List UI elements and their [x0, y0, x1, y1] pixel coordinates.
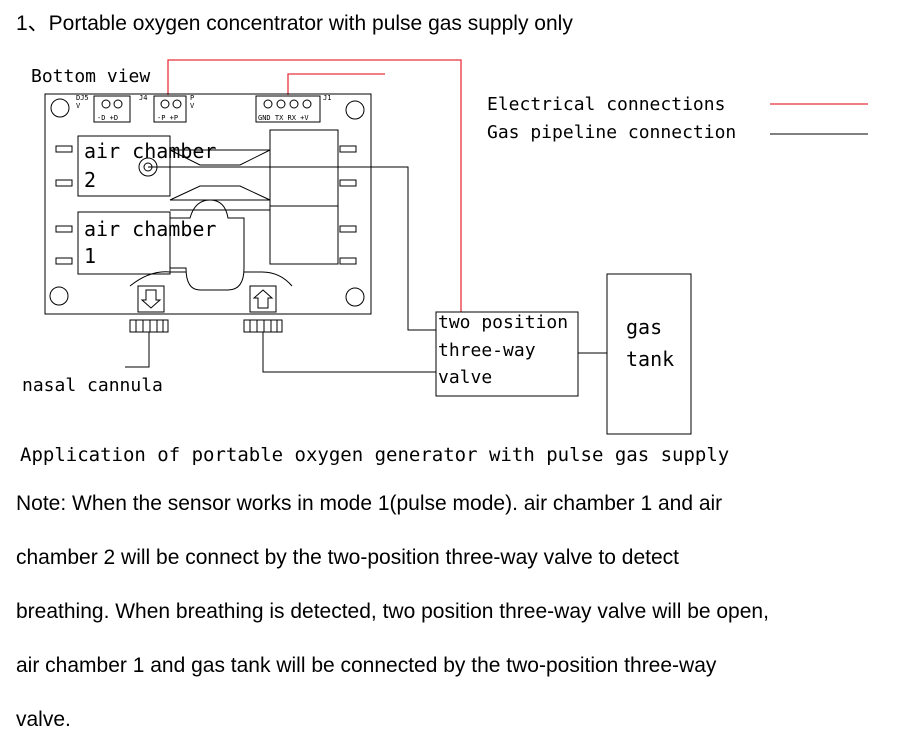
valve-box — [435, 311, 579, 397]
chamber2-block — [77, 135, 171, 197]
diagram-caption: Application of portable oxygen generator… — [20, 444, 730, 466]
note-line-1: Note: When the sensor works in mode 1(pu… — [16, 492, 723, 515]
gas-tank-box — [606, 273, 692, 435]
connector-left-tag: DJ5 — [76, 94, 89, 102]
gas-pipelines — [125, 166, 607, 373]
mount-hole-tl — [50, 98, 70, 118]
up-arrow-icon — [252, 289, 274, 309]
connector-mid-pin-2 — [172, 99, 182, 109]
right-block-upper — [269, 129, 339, 207]
sensor-board — [44, 93, 372, 333]
chamber2-taper — [169, 149, 271, 166]
pipe-outlet-to-nasal — [125, 332, 150, 368]
chamber1-label: air chamber — [84, 217, 216, 241]
connector-mid-tag2: P — [190, 94, 194, 102]
page-heading: 1、Portable oxygen concentrator with puls… — [16, 12, 573, 35]
chamber1-lower-duct — [129, 271, 186, 287]
connector-right-pin-4 — [302, 99, 312, 109]
side-tab-l2 — [55, 179, 73, 187]
valve-label-line-1: two position — [438, 312, 568, 333]
chamber2-number: 2 — [84, 168, 96, 192]
chamber1-lower-duct-right — [244, 271, 293, 287]
mount-hole-tr — [345, 100, 365, 120]
valve-label-line-2: three-way — [438, 340, 536, 361]
connector-left-pins: -D +D — [97, 114, 118, 122]
center-manifold — [170, 199, 245, 291]
inlet-port — [249, 285, 277, 313]
pulse-supply-diagram: Bottom view Electrical connections Gas p… — [22, 59, 868, 435]
side-tab-r4 — [339, 257, 357, 265]
connector-right-pins: GND TX RX +V — [258, 114, 309, 122]
chamber1-block — [77, 211, 171, 275]
electrical-wire-to-valve — [167, 59, 462, 312]
valve-label-line-3: valve — [438, 367, 492, 388]
connector-mid-sub2: V — [190, 102, 195, 110]
electrical-wiring — [167, 59, 462, 312]
chamber2-label: air chamber — [84, 139, 216, 163]
side-tab-r3 — [339, 225, 357, 233]
legend-electrical-label: Electrical connections — [487, 94, 725, 115]
right-block-lower — [269, 205, 339, 265]
chamber1-number: 1 — [84, 244, 96, 268]
side-tab-r1 — [339, 145, 357, 153]
nasal-cannula-label: nasal cannula — [22, 375, 163, 396]
gas-tank-label-line-1: gas — [626, 315, 662, 339]
connector-left — [93, 95, 131, 123]
connector-mid-tag: J4 — [139, 94, 147, 102]
bottom-view-label: Bottom view — [31, 66, 150, 87]
side-tab-l3 — [55, 225, 73, 233]
connector-mid-pins: -P +P — [157, 114, 178, 122]
connector-right-pin-2 — [276, 99, 286, 109]
connector-right-tag: J1 — [323, 94, 331, 102]
connector-right-pin-3 — [289, 99, 299, 109]
connector-left-sub: V — [76, 102, 81, 110]
note-line-3: breathing. When breathing is detected, t… — [16, 600, 769, 623]
side-tab-l4 — [55, 257, 73, 265]
outlet-port — [137, 285, 165, 313]
note-line-5: valve. — [16, 708, 71, 731]
down-arrow-icon — [140, 289, 162, 309]
connector-left-pin-2 — [113, 99, 123, 109]
chamber2-taper-lower — [169, 185, 271, 201]
connector-right-pin-1 — [263, 99, 273, 109]
mount-hole-br — [345, 287, 365, 307]
connector-mid — [153, 95, 187, 123]
connector-right — [255, 95, 321, 123]
gas-tank-label-line-2: tank — [626, 347, 674, 371]
pipe-chamber2-to-valve — [148, 166, 436, 331]
mount-hole-bl — [49, 286, 69, 306]
connector-left-pin-1 — [101, 99, 111, 109]
legend-gas-label: Gas pipeline connection — [487, 122, 736, 143]
pipe-inlet-to-valve — [262, 332, 436, 373]
side-tab-r2 — [339, 179, 357, 187]
note-line-4: air chamber 1 and gas tank will be conne… — [16, 654, 717, 677]
board-outline — [44, 93, 372, 315]
side-tab-l1 — [55, 145, 73, 153]
note-line-2: chamber 2 will be connect by the two-pos… — [16, 546, 680, 569]
electrical-wire-to-connector — [287, 73, 385, 95]
connector-mid-pin-1 — [160, 99, 170, 109]
